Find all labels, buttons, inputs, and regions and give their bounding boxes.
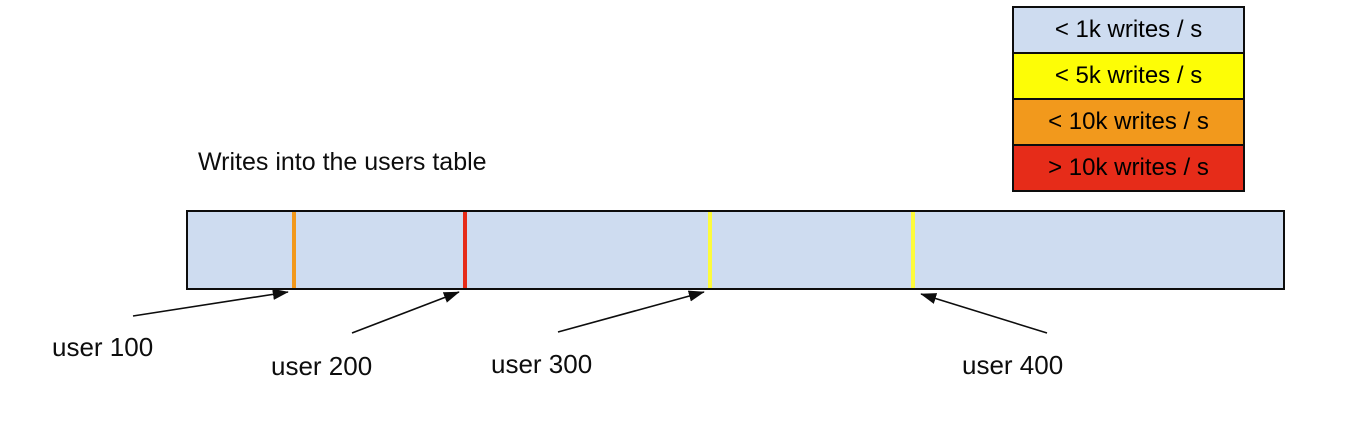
legend-row-lt-5k: < 5k writes / s [1012,52,1245,100]
legend-row-lt-1k: < 1k writes / s [1012,6,1245,54]
tick-user-200 [462,212,467,288]
legend-label: < 10k writes / s [1048,108,1209,135]
label-user-200: user 200 [271,351,373,381]
legend: < 1k writes / s < 5k writes / s < 10k wr… [1012,6,1245,192]
legend-label: < 5k writes / s [1054,62,1203,89]
tick-user-400 [910,212,915,288]
legend-row-gt-10k: > 10k writes / s [1012,144,1245,192]
legend-label: < 1k writes / s [1054,16,1203,43]
diagram-title: Writes into the users table [198,148,487,176]
label-user-100: user 100 [52,332,154,362]
tick-user-300 [708,212,713,288]
users-table-keyspace-bar [186,210,1285,290]
label-user-300: user 300 [491,349,593,379]
legend-label: > 10k writes / s [1048,154,1209,181]
arrow-user-100 [132,288,289,317]
arrow-user-300 [557,290,705,333]
tick-user-100 [292,212,297,288]
arrow-user-200 [351,291,460,334]
arrow-user-400 [920,293,1048,334]
label-user-400: user 400 [962,350,1064,380]
legend-row-lt-10k: < 10k writes / s [1012,98,1245,146]
